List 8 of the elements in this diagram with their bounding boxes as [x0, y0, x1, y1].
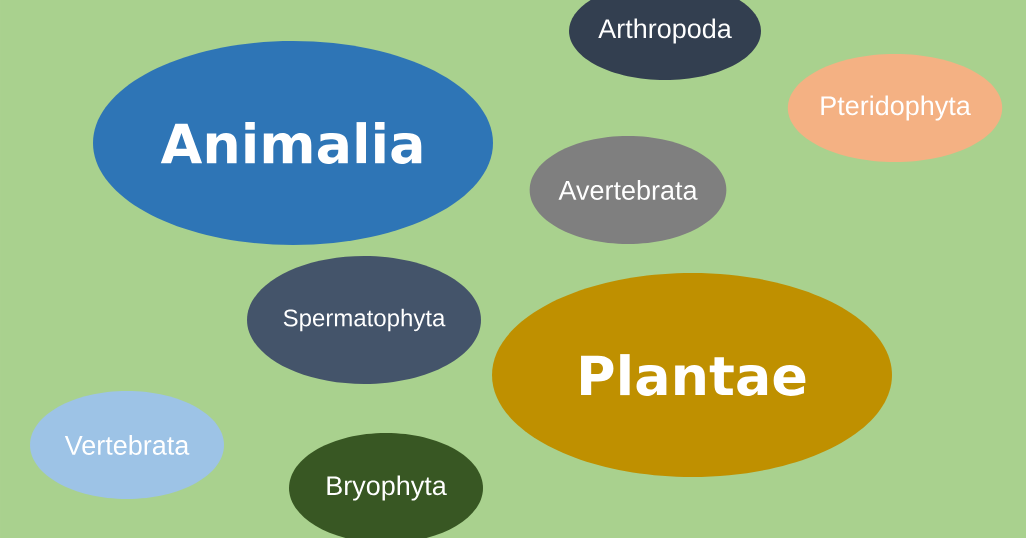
- ellipse-label: Animalia: [93, 41, 493, 245]
- ellipse-label: Bryophyta: [289, 433, 483, 538]
- ellipse-label: Pteridophyta: [787, 54, 1003, 162]
- ellipse-label: Avertebrata: [529, 136, 727, 244]
- ellipse-label: Arthropoda: [569, 0, 761, 80]
- ellipse-label: Spermatophyta: [247, 256, 481, 384]
- ellipse-label: Vertebrata: [30, 391, 224, 499]
- ellipse-label: Plantae: [492, 273, 892, 477]
